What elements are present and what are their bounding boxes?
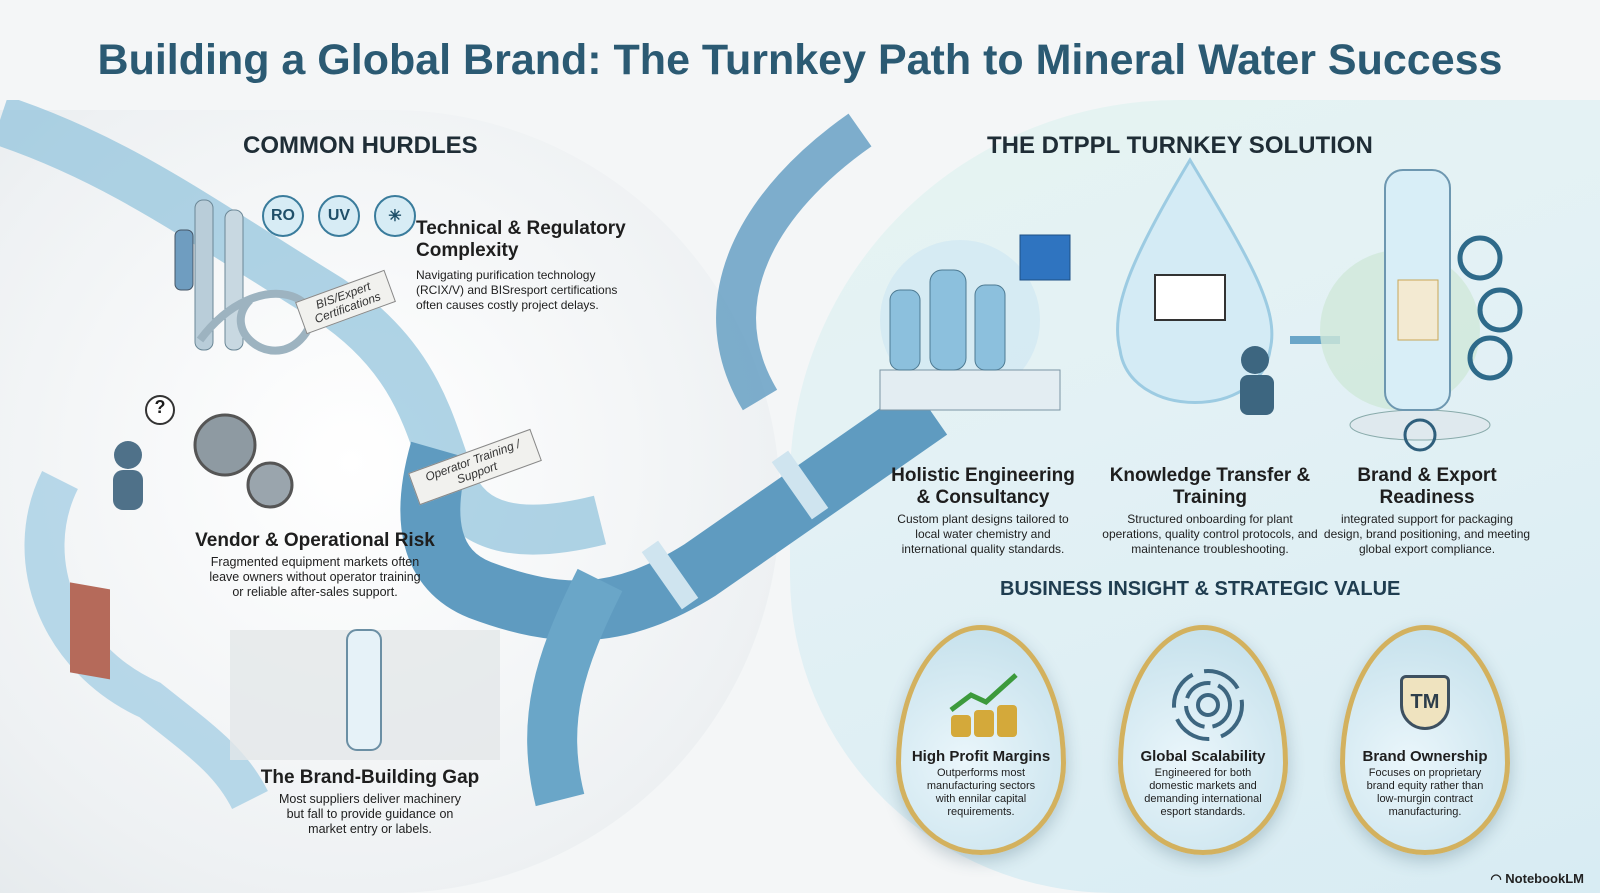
- hurdle-vendor: Vendor & Operational Risk Fragmented equ…: [185, 530, 445, 600]
- common-hurdles-heading: COMMON HURDLES: [243, 132, 478, 159]
- turnkey-solution-heading: THE DTPPL TURNKEY SOLUTION: [987, 132, 1373, 159]
- water-swirl: [716, 113, 872, 411]
- insight-title: Brand Ownership: [1362, 748, 1488, 765]
- water-splash: [24, 471, 268, 810]
- solution-brand-export: Brand & Export Readiness integrated supp…: [1322, 465, 1532, 557]
- insight-text: Focuses on proprietary brand equity rath…: [1366, 767, 1484, 818]
- plant-illustration: [879, 234, 1071, 411]
- question-icon: ?: [145, 395, 175, 425]
- pipe-clamp: [641, 540, 699, 610]
- target-radar-icon: [1172, 669, 1244, 741]
- trademark-shield-icon: TM: [1400, 675, 1450, 730]
- business-insight-heading: BUSINESS INSIGHT & STRATEGIC VALUE: [1000, 578, 1401, 600]
- hurdle-title: The Brand-Building Gap: [260, 767, 480, 788]
- water-stream: [0, 100, 607, 555]
- insight-title: Global Scalability: [1140, 748, 1266, 765]
- sunburst-icon: ✳: [374, 195, 416, 237]
- solution-text: Custom plant designs tailored to local w…: [897, 512, 1069, 556]
- bottle-globe-illustration: [1320, 169, 1523, 452]
- pipe: [400, 385, 948, 641]
- insight-text: Engineered for both domestic markets and…: [1144, 767, 1262, 818]
- insight-title: High Profit Margins: [911, 748, 1051, 765]
- page-title: Building a Global Brand: The Turnkey Pat…: [97, 36, 1503, 84]
- notebooklm-logo-icon: ◠: [1490, 871, 1506, 886]
- gear-illustration: [113, 413, 294, 510]
- tech-icons: RO UV ✳: [262, 195, 416, 237]
- bottle-shelf-illustration: [70, 582, 500, 760]
- solution-text: integrated support for packaging design,…: [1323, 512, 1531, 556]
- solution-text: Structured onboarding for plant operatio…: [1102, 512, 1318, 556]
- solution-title: Holistic Engineering & Consultancy: [891, 465, 1075, 508]
- notebooklm-watermark: ◠ NotebookLM: [1490, 871, 1584, 887]
- purification-equipment: [174, 199, 315, 355]
- hurdle-text: Navigating purification technology (RCIX…: [416, 268, 618, 312]
- training-drop-illustration: [1116, 157, 1340, 415]
- solution-engineering: Holistic Engineering & Consultancy Custo…: [888, 465, 1078, 557]
- insight-text: Outperforms most manufacturing sectors w…: [926, 767, 1036, 818]
- hurdle-text: Fragmented equipment markets often leave…: [209, 555, 421, 599]
- insight-drop-profit: High Profit Margins Outperforms most man…: [896, 625, 1066, 855]
- pipe-outflow: [527, 568, 623, 807]
- solution-training: Knowledge Transfer & Training Structured…: [1100, 465, 1320, 557]
- solution-title: Brand & Export Readiness: [1357, 465, 1497, 508]
- hurdle-brand-gap: The Brand-Building Gap Most suppliers de…: [255, 767, 485, 837]
- insight-drop-scalability: Global Scalability Engineered for both d…: [1118, 625, 1288, 855]
- solution-title: Knowledge Transfer & Training: [1109, 465, 1311, 508]
- insight-drop-ownership: TM Brand Ownership Focuses on proprietar…: [1340, 625, 1510, 855]
- hurdle-technical: Technical & Regulatory Complexity Naviga…: [416, 218, 646, 313]
- coins-chart-icon: [949, 673, 1018, 737]
- water-flow-illustration: [0, 100, 1523, 810]
- hurdle-text: Most suppliers deliver machinery but fal…: [278, 792, 461, 836]
- watermark-text: NotebookLM: [1505, 871, 1584, 886]
- ro-icon: RO: [262, 195, 304, 237]
- uv-icon: UV: [318, 195, 360, 237]
- pipe-clamp: [771, 450, 829, 520]
- hurdle-title: Technical & Regulatory Complexity: [416, 218, 626, 261]
- hurdle-title: Vendor & Operational Risk: [195, 530, 435, 551]
